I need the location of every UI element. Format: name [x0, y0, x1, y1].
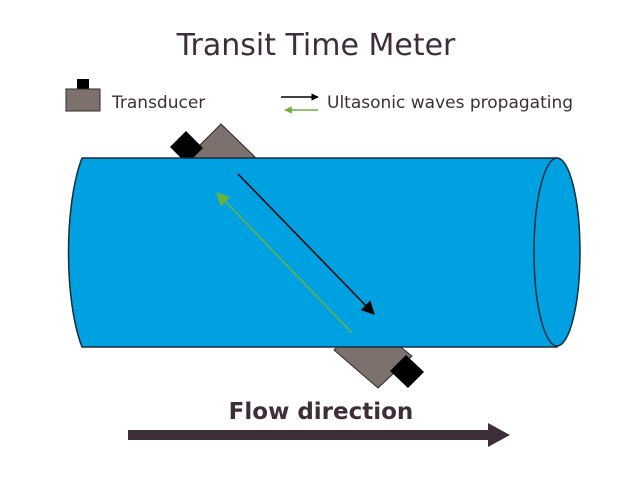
pipe-end-opening	[533, 157, 581, 347]
downstream-wave-arrow	[237, 173, 375, 315]
upstream-wave-arrow	[216, 192, 353, 334]
legend-transducer-label: Transducer	[111, 93, 205, 113]
pipe	[67, 157, 581, 348]
legend-transducer: Transducer	[65, 79, 205, 113]
pipe-body	[67, 157, 558, 348]
legend-transducer-cap-icon	[77, 79, 89, 89]
transducer-upper-cap	[170, 131, 203, 164]
flow-direction-label: Flow direction	[229, 399, 414, 425]
transducer-lower-cap	[390, 355, 424, 388]
legend-transducer-icon	[65, 88, 101, 112]
legend-waves-label: Ultasonic waves propagating	[327, 93, 573, 113]
legend-waves: Ultasonic waves propagating	[281, 93, 573, 114]
flow-direction-arrow-icon	[128, 423, 510, 447]
diagram-title: Transit Time Meter	[176, 28, 456, 63]
